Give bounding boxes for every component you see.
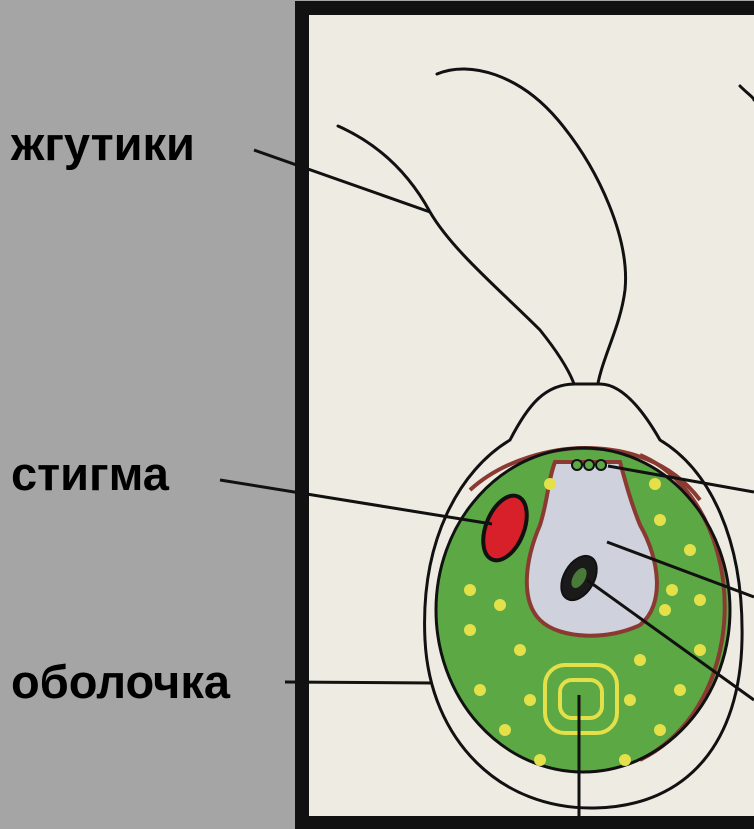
label-stigma: стигма [11,447,170,500]
label-flagella: жгутики [10,117,195,170]
membrane-leader [285,682,432,683]
label-membrane: оболочка [11,655,231,708]
basal-bodies [572,460,606,470]
